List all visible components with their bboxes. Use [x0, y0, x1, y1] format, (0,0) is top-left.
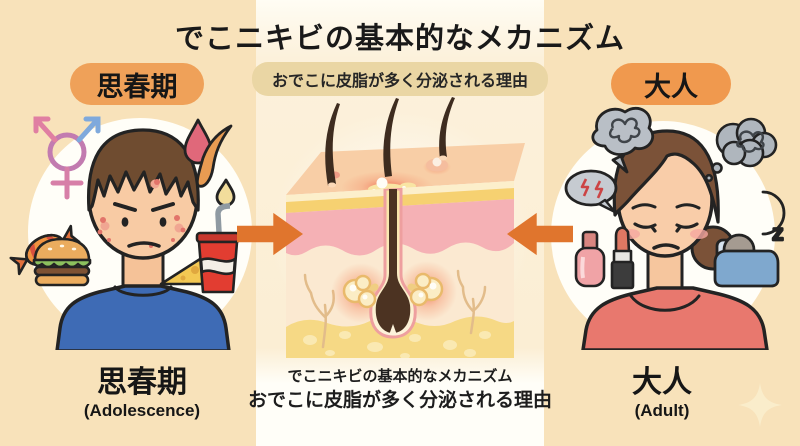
boy-shirt: [55, 284, 231, 350]
acne-dots: [97, 179, 186, 248]
sleep-z-label: Z: [773, 225, 783, 244]
small-pimple-bump: [423, 157, 451, 175]
diagram-caption: でこニキビの基本的なメカニズム おでこに皮脂が多く分泌される理由: [246, 366, 554, 414]
adult-caption: 大人 (Adult): [552, 366, 772, 422]
sebum-drip-orange-icon: [195, 124, 233, 188]
diagram-caption-line2: おでこに皮脂が多く分泌される理由: [247, 390, 552, 411]
woman-shirt: [581, 286, 769, 350]
adult-woman-illustration: [581, 129, 769, 350]
adolescent-caption: 思春期 (Adolescence): [32, 366, 252, 422]
skin-layers: [286, 181, 514, 358]
hair-root-shaft: [375, 189, 411, 333]
woman-hair: [612, 129, 720, 224]
woman-frown-mouth: [652, 243, 680, 250]
adolescent-caption-jp: 思春期: [97, 366, 187, 399]
stress-thought-cloud-icon: [704, 117, 778, 183]
adult-badge: 大人: [611, 63, 731, 105]
pustule-whitehead: [376, 177, 388, 189]
subtitle-pill: おでこに皮脂が多く分泌される理由: [251, 62, 549, 96]
adolescent-badge: 思春期: [70, 63, 204, 105]
sebaceous-gland-right: [409, 272, 444, 307]
stress-scribble-bubble-icon: [591, 106, 655, 174]
adult-illustration: Z: [551, 106, 786, 350]
vessels: [303, 269, 487, 349]
woman-eyebrow-right: [675, 203, 701, 210]
woman-eyebrow-left: [631, 203, 657, 210]
teen-boy-illustration: [55, 128, 231, 350]
closed-eye-right: [675, 222, 699, 233]
page-title: でこニキビの基本的なメカニズム: [174, 23, 625, 55]
irritation-speech-bubble-icon: [564, 169, 618, 214]
hamburger-icon: [32, 237, 92, 287]
soda-cup-icon: [195, 203, 241, 294]
closed-eye-left: [633, 222, 657, 233]
skin-cross-section-diagram: [286, 97, 525, 358]
fat-cells: [303, 331, 491, 358]
boy-eyebrow-left: [113, 202, 137, 212]
diagram-caption-line1: でこニキビの基本的なメカニズム: [287, 368, 513, 385]
adolescent-caption-en: (Adolescence): [83, 401, 201, 420]
sparkle-icon: [738, 383, 782, 427]
nail-polish-icon: [574, 230, 606, 288]
sebum-drip-icons: [183, 118, 236, 207]
boy-eyebrow-right: [151, 202, 175, 212]
adolescent-illustration: [9, 116, 252, 350]
sleeping-person-icon: Z: [713, 224, 784, 288]
transgender-symbol-icon: [33, 116, 101, 200]
sebaceous-gland-left: [342, 274, 377, 309]
boy-hair: [86, 128, 200, 212]
lipstick-icon: [610, 226, 635, 290]
crescent-moon-icon: [761, 190, 786, 236]
surface-hairs: [325, 97, 455, 188]
adult-caption-jp: 大人: [632, 366, 692, 399]
boy-frown-mouth: [127, 241, 161, 248]
adult-caption-en: (Adult): [634, 401, 690, 420]
